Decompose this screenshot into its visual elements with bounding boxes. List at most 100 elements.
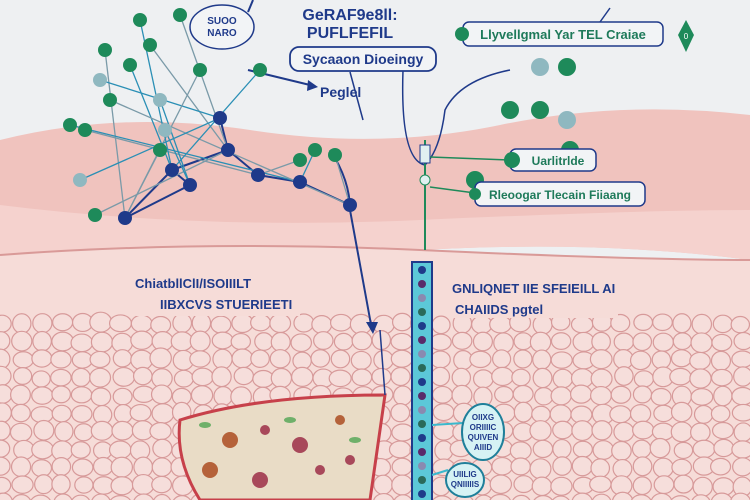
tissue-cell — [373, 474, 393, 495]
tissue-cell — [210, 315, 232, 334]
tissue-cell — [451, 384, 473, 406]
tissue-cell — [31, 386, 54, 405]
tissue-cell — [212, 348, 233, 370]
tissue-cell — [509, 441, 532, 461]
tissue-cell — [730, 315, 750, 334]
tissue-cell — [692, 439, 716, 459]
tissue-cell — [71, 367, 91, 388]
molecule-node — [153, 143, 167, 157]
tissue-cell — [552, 368, 574, 389]
tissue-cell — [90, 331, 114, 353]
tissue-cell — [571, 492, 593, 500]
tissue-cell — [172, 495, 192, 500]
connector-line — [431, 422, 464, 426]
tissue-cell — [531, 405, 551, 423]
tissue-cell — [254, 332, 274, 351]
connector-line — [349, 71, 364, 121]
uarlitrlde-label: Uarlitrlde — [532, 154, 585, 168]
particle — [349, 437, 361, 443]
tube-contents — [418, 266, 426, 498]
tissue-cell — [692, 476, 713, 497]
tissue-cell — [330, 349, 351, 369]
tissue-cell — [710, 492, 733, 500]
tissue-cell — [613, 332, 635, 352]
tissue-cell — [32, 313, 53, 334]
tissue-cell — [34, 474, 54, 495]
bond — [84, 129, 259, 176]
tissue-cell — [112, 366, 136, 387]
right-caption-line2: CHAIIDS pgtel — [455, 302, 543, 317]
tube-particle — [418, 462, 426, 470]
tissue-cell — [572, 440, 593, 458]
tissue-cell — [513, 401, 534, 423]
tissue-cell — [632, 456, 653, 477]
tissue-cell — [673, 441, 694, 460]
tissue-cell — [672, 313, 692, 334]
tube-particle — [418, 322, 426, 330]
tissue-cell — [532, 349, 552, 370]
tissue-cell — [390, 349, 414, 368]
tissue-cell — [112, 349, 133, 368]
tissue-cell — [351, 331, 373, 351]
tissue-cell — [633, 370, 655, 388]
tissue-cell — [111, 420, 134, 441]
molecule-node — [308, 143, 322, 157]
tissue-cell — [432, 403, 455, 422]
tissue-cell — [489, 315, 512, 334]
tissue-cell — [592, 440, 615, 461]
diamond-marker — [678, 20, 694, 52]
tissue-cell — [329, 313, 353, 332]
tissue-cell — [430, 366, 451, 387]
tissue-cell — [591, 331, 611, 352]
molecule-node — [93, 73, 107, 87]
arrowhead-icon — [366, 322, 378, 334]
particle — [222, 432, 238, 448]
tissue-cell — [489, 493, 511, 500]
tissue-cell — [590, 458, 611, 479]
molecule-node — [183, 178, 197, 192]
tissue-cell — [51, 385, 72, 404]
tissue-cell — [689, 368, 712, 389]
tissue-cell — [9, 422, 33, 443]
tissue-cell — [290, 333, 313, 353]
tissue-cell — [510, 457, 531, 476]
tissue-cell — [170, 331, 194, 352]
tissue-cell — [91, 493, 111, 500]
tissue-cell — [151, 457, 173, 477]
molecule-node — [143, 38, 157, 52]
tissue-cell — [51, 404, 72, 423]
tissue-cell — [629, 350, 652, 371]
tissue-cell — [390, 403, 411, 423]
tube-particle — [418, 392, 426, 400]
tissue-cell — [431, 315, 451, 335]
tissue-cell — [550, 386, 572, 406]
molecule-node — [251, 168, 265, 182]
diamond-label: 0 — [684, 32, 689, 41]
tissue-cell — [391, 457, 413, 476]
left-caption-line2: IIBXCVS STUERIEETI — [160, 297, 292, 312]
tube-particle — [418, 294, 426, 302]
molecule-node — [293, 153, 307, 167]
tissue-cell — [513, 475, 534, 494]
title-line2: PUFLFEFIL — [307, 25, 393, 42]
tissue-cell — [373, 492, 395, 500]
tissue-cell — [710, 350, 732, 371]
tissue-cell — [52, 313, 74, 332]
tissue-cell — [74, 476, 94, 494]
tissue-cell — [670, 495, 691, 500]
tissue-cell — [511, 368, 531, 387]
molecule-node — [118, 211, 132, 225]
tube-particle — [418, 266, 426, 274]
tissue-cell — [670, 421, 693, 443]
tube-particle — [418, 420, 426, 428]
tissue-cell — [474, 494, 493, 500]
particle — [335, 415, 345, 425]
tissue-cell — [310, 349, 331, 368]
connector-line — [599, 7, 611, 23]
molecule-node — [158, 123, 172, 137]
tissue-cell — [131, 473, 155, 496]
right-box-marker — [455, 27, 469, 41]
tissue-cell — [12, 367, 33, 385]
tissue-cell — [388, 440, 412, 459]
bubble-bottom-2-line1: UIILIG — [453, 470, 477, 479]
